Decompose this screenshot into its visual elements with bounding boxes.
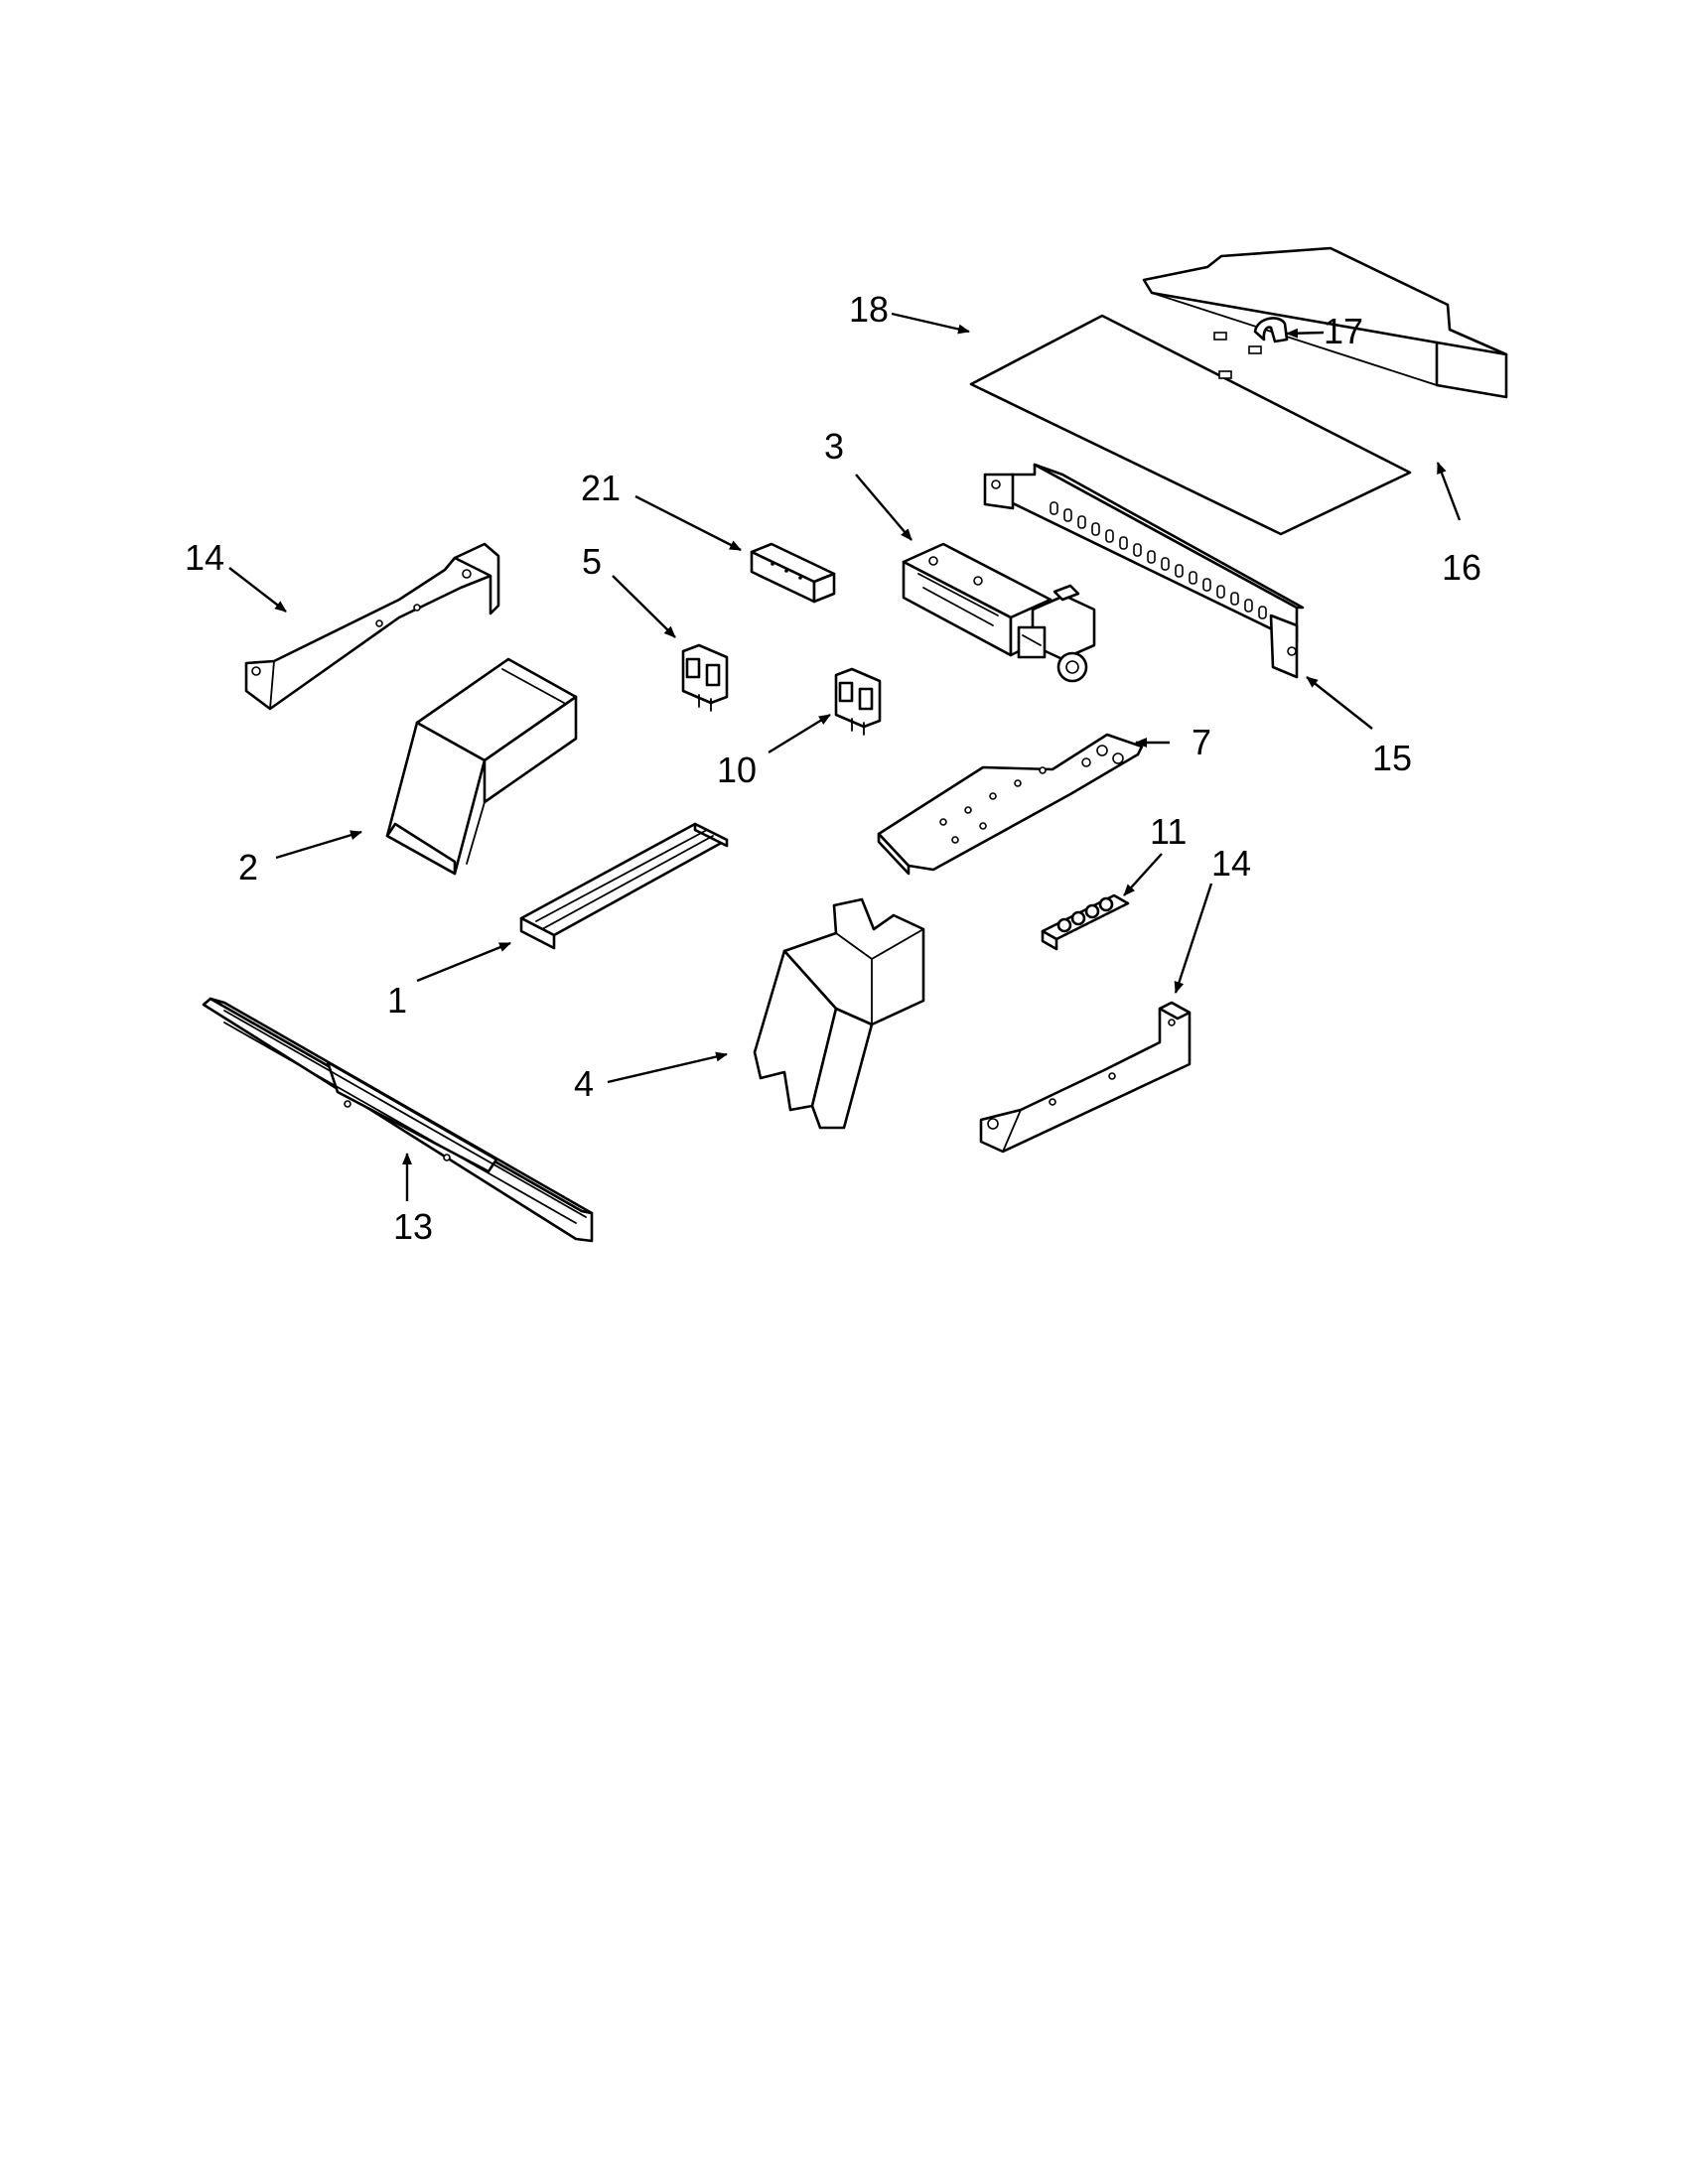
callout-11: 11	[1150, 811, 1187, 852]
leader-14b	[1174, 883, 1213, 994]
leader-15	[1306, 676, 1373, 730]
part-1-channel	[519, 822, 729, 950]
part-21-block	[750, 542, 836, 604]
part-14-bracket-left	[244, 542, 500, 711]
part-13-rail	[202, 997, 594, 1243]
leader-14a	[228, 567, 287, 613]
part-16-panel	[1142, 246, 1508, 399]
callout-15: 15	[1372, 738, 1412, 778]
part-17-clip	[1253, 317, 1289, 343]
part-10-switch	[834, 667, 882, 736]
part-15-slots	[1050, 501, 1267, 619]
part-5-switch	[681, 643, 729, 712]
callout-2: 2	[238, 847, 258, 887]
leader-21	[634, 494, 742, 552]
callout-17: 17	[1324, 311, 1363, 351]
leader-18	[891, 312, 970, 335]
callout-1: 1	[387, 980, 407, 1021]
leader-10	[768, 713, 831, 754]
callout-14-lower: 14	[1211, 843, 1251, 884]
callout-7: 7	[1192, 722, 1211, 762]
callout-5: 5	[582, 541, 602, 582]
leader-lines	[228, 312, 1462, 1201]
callout-4: 4	[574, 1063, 594, 1104]
callout-14-upper: 14	[185, 537, 224, 578]
leader-4	[607, 1051, 728, 1084]
callout-21: 21	[581, 468, 621, 508]
part-3-valve	[902, 542, 1096, 683]
part-14-bracket-right	[979, 1001, 1192, 1154]
leader-1	[416, 941, 511, 983]
callout-13: 13	[393, 1206, 433, 1247]
callout-3: 3	[824, 426, 844, 467]
leader-2	[275, 830, 362, 860]
part-7-plate	[877, 733, 1144, 876]
part-18-shield	[969, 314, 1412, 536]
callout-18: 18	[849, 289, 889, 330]
leader-11	[1123, 853, 1163, 896]
leader-17	[1286, 328, 1325, 339]
leader-16	[1436, 462, 1462, 521]
leader-3	[855, 474, 912, 541]
part-4-shield	[753, 897, 925, 1130]
callout-10: 10	[717, 750, 757, 790]
part-2-duct	[385, 657, 578, 876]
part-15-bracket	[983, 463, 1305, 679]
callout-labels: 18 17 16 3 21 5 14 10 15 7 2 11 14 1 4 1…	[185, 289, 1481, 1247]
part-11-terminal	[1041, 893, 1130, 951]
leader-5	[612, 575, 676, 638]
callout-16: 16	[1442, 547, 1481, 588]
